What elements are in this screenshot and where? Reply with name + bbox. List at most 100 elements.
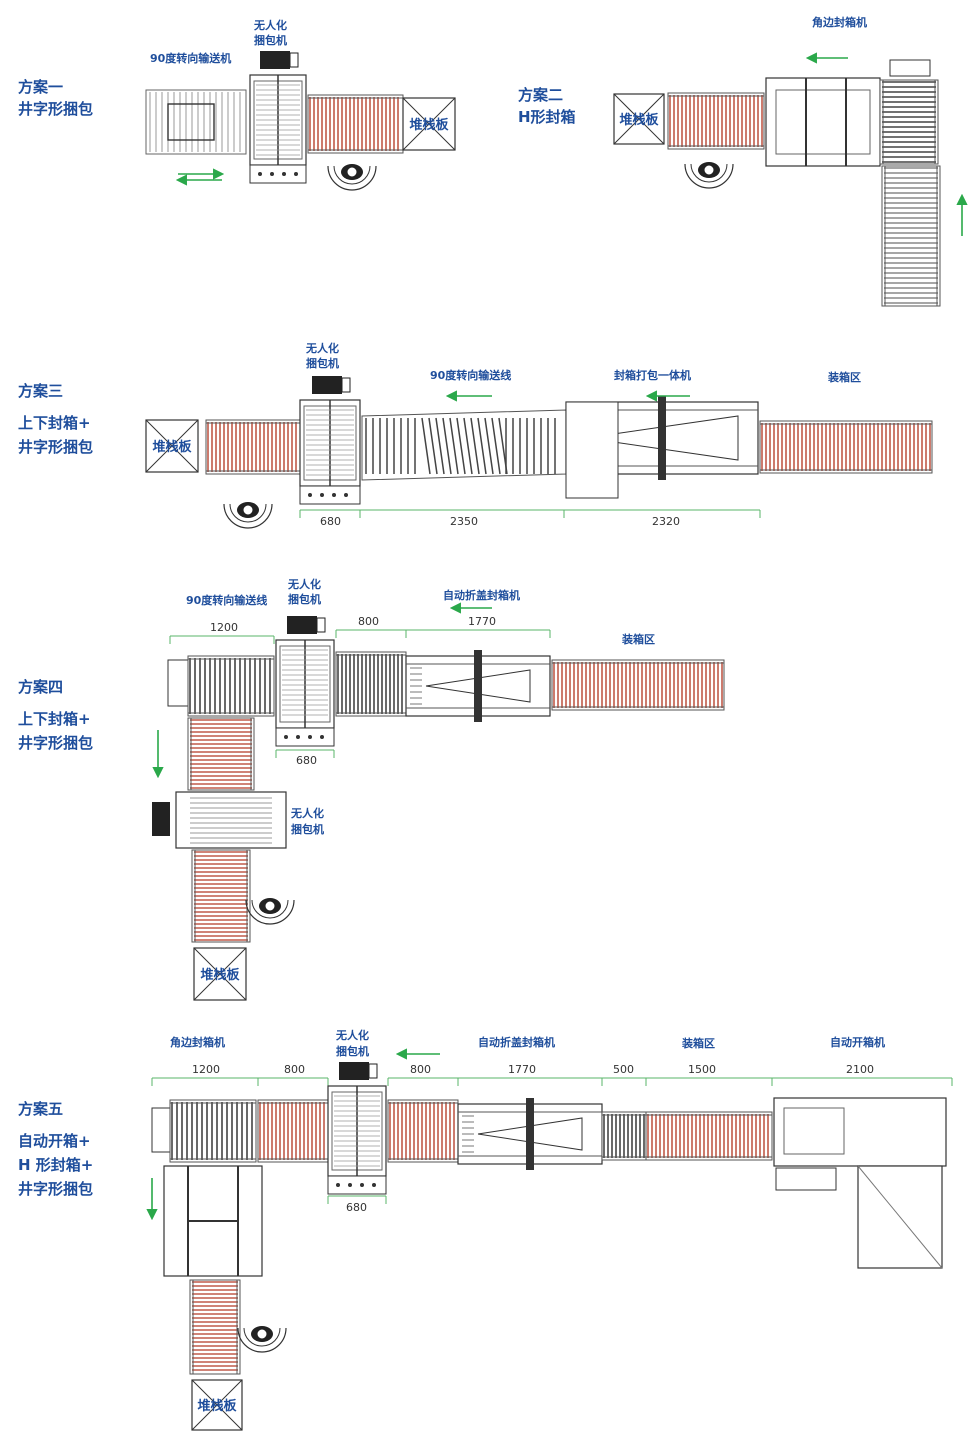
- p5-operator-head: [256, 1328, 268, 1340]
- p4-operator-head: [264, 900, 276, 912]
- p4-fold-label: 自动折盖封箱机: [443, 588, 520, 602]
- p4-dim-800: 800: [358, 615, 379, 628]
- p4-pallet: 堆栈板: [193, 947, 247, 1001]
- p4-turn-conveyor-frame: [187, 655, 275, 717]
- p4-operator: [245, 898, 295, 925]
- p3-turn-roller: [456, 417, 466, 475]
- p4-baler-head-side: [316, 617, 326, 633]
- p4-dim-680: 680: [296, 754, 317, 767]
- p4-baler-button: [296, 735, 300, 739]
- p1-baler-panel: [249, 164, 307, 184]
- p5-dim-1200: 1200: [192, 1063, 220, 1076]
- p3-turn-roller: [491, 417, 501, 475]
- p4-baler2-head: [152, 802, 170, 836]
- p3-operator-arc: [223, 503, 273, 529]
- p5-dim-2100: 2100: [846, 1063, 874, 1076]
- p2-operator-head: [703, 164, 715, 176]
- p2-conveyor: [667, 92, 765, 150]
- p5-baler-head-side: [368, 1063, 378, 1079]
- p3-turn-roller: [484, 417, 494, 475]
- p3-baler-panel: [299, 485, 361, 505]
- p5-dim-500: 500: [613, 1063, 634, 1076]
- plan4-subtitle-2: 井字形捆包: [18, 734, 93, 752]
- p1-turn-label: 90度转向输送机: [150, 51, 231, 65]
- p3-pallet: 堆栈板: [145, 419, 199, 473]
- p4-operator-arc: [251, 899, 289, 919]
- p5-conveyor-500: [601, 1111, 647, 1161]
- p2-conveyor-frame: [667, 92, 765, 150]
- p5-dim-800a: 800: [284, 1063, 305, 1076]
- plan5-subtitle-3: 井字形捆包: [18, 1180, 93, 1198]
- p5-dim-line-800b: [387, 1077, 459, 1086]
- p4-baler2-frame: [175, 791, 287, 849]
- p4-bale2-label-2: 捆包机: [291, 822, 324, 836]
- p5-corner-conveyor-frame: [169, 1099, 257, 1163]
- p5-open-label: 自动开箱机: [830, 1035, 885, 1049]
- p5-corner-conveyor: [169, 1099, 257, 1163]
- p3-baler-head: [312, 376, 342, 394]
- plan2-subtitle-1: H形封箱: [518, 108, 576, 126]
- p5-baler-button: [360, 1183, 364, 1187]
- p5-panel: [151, 1107, 171, 1153]
- p3-operator-head: [242, 504, 254, 516]
- p2-rise-conveyor-frame: [881, 165, 941, 307]
- p4-pallet-diag: [193, 947, 247, 1001]
- p2-rise-conveyor: [881, 165, 941, 307]
- p5-baler-button: [336, 1183, 340, 1187]
- p5-dim-line-500: [601, 1077, 647, 1086]
- p5-packing-conveyor: [645, 1111, 773, 1161]
- p4-down-conveyor: [187, 717, 255, 791]
- p4-baler: [275, 616, 335, 747]
- p2-corner-label: 角边封箱机: [812, 15, 867, 29]
- p5-pallet-diag: [191, 1379, 243, 1431]
- p5-h-sealer: [163, 1165, 263, 1277]
- p3-baler-head-side: [341, 377, 351, 393]
- plan5-subtitle-2: H 形封箱+: [18, 1156, 93, 1174]
- p3-seal-pack-tape-head: [658, 396, 666, 480]
- p5-operator-arc: [237, 1327, 287, 1353]
- p3-dim-line-2320: [563, 509, 761, 518]
- p4-pallet-label: 堆栈板: [200, 967, 240, 983]
- equipment-layer: 堆栈板堆栈板堆栈板堆栈板堆栈板: [145, 51, 968, 1431]
- plan5-title: 方案五: [18, 1100, 63, 1118]
- p3-baler-button: [320, 493, 324, 497]
- p5-corner-label: 角边封箱机: [170, 1035, 225, 1049]
- p4-baler-button: [308, 735, 312, 739]
- plan3-subtitle-2: 井字形捆包: [18, 438, 93, 456]
- p1-baler-head-side: [289, 52, 299, 68]
- p5-dim-680: 680: [346, 1201, 367, 1214]
- p3-turn-roller: [470, 417, 480, 475]
- p5-dim-line-1200: [151, 1077, 259, 1086]
- p4-bale-label-1: 无人化: [287, 577, 321, 591]
- p1-operator-head: [346, 166, 358, 178]
- p1-baler-button: [270, 172, 274, 176]
- p4-fold-sealer: [405, 650, 551, 722]
- p3-turn-roller: [435, 417, 445, 475]
- p4-dim-line-1200: [169, 635, 275, 644]
- p5-pallet-label: 堆栈板: [197, 1398, 237, 1414]
- p5-bale-label-2: 捆包机: [336, 1044, 369, 1058]
- plan1-title: 方案一: [18, 78, 63, 96]
- p2-pallet-label: 堆栈板: [619, 112, 659, 128]
- p3-seal-panel: [565, 401, 619, 499]
- p5-pallet: 堆栈板: [191, 1379, 243, 1431]
- p5-dim-1770: 1770: [508, 1063, 536, 1076]
- p5-operator-arc: [243, 1327, 281, 1347]
- p4-exit-conveyor: [191, 849, 251, 943]
- p2-corner-conveyor: [879, 79, 939, 165]
- p3-seal-label: 封箱打包一体机: [614, 368, 691, 382]
- p4-dim-1770: 1770: [468, 615, 496, 628]
- p4-dim-1200: 1200: [210, 621, 238, 634]
- p4-dim-line-680: [275, 749, 335, 758]
- p3-dim-680: 680: [320, 515, 341, 528]
- p1-baler-head: [260, 51, 290, 69]
- p4-dim-line-800: [335, 629, 407, 638]
- p5-fold-sealer: [457, 1098, 603, 1170]
- p5-baler: [327, 1062, 387, 1195]
- p3-packing-label: 装箱区: [827, 370, 861, 384]
- p4-bale-label-2: 捆包机: [288, 592, 321, 606]
- p1-baler-button: [258, 172, 262, 176]
- p4-baler2: [152, 791, 287, 849]
- p4-fold-sealer-tape-head: [474, 650, 482, 722]
